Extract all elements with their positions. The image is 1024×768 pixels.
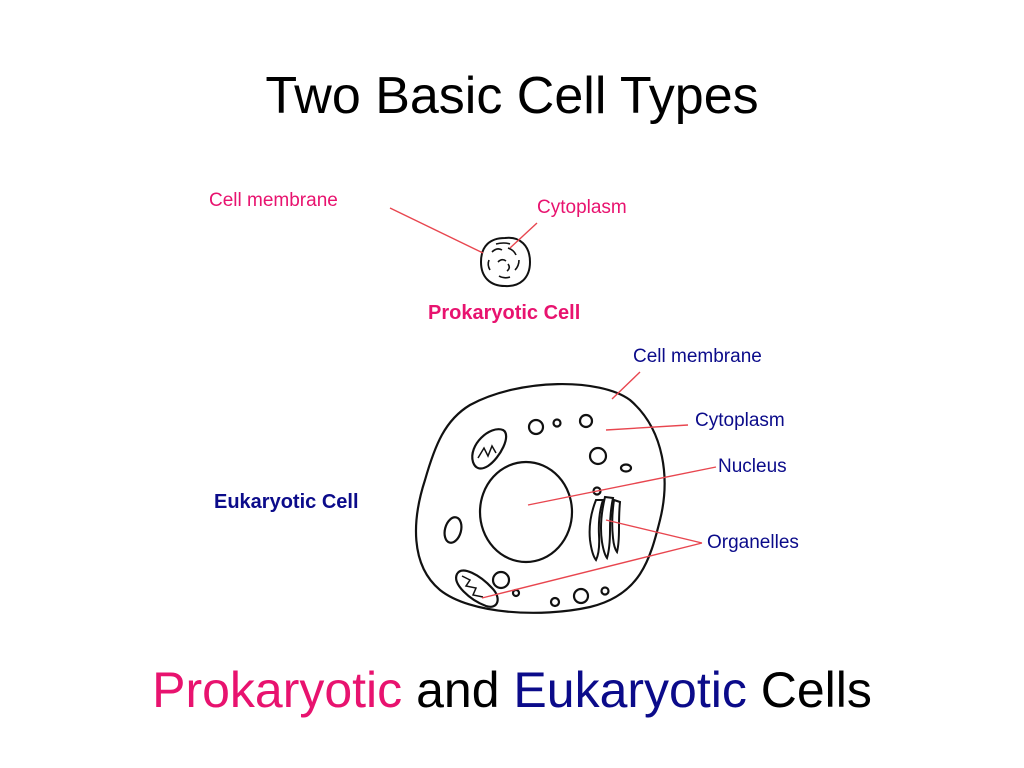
- leader-prokaryote-cytoplasm: [509, 222, 538, 249]
- vesicle: [572, 587, 590, 605]
- vesicle: [511, 588, 521, 598]
- footer-prokaryotic: Prokaryotic: [152, 662, 403, 718]
- leader-organelles-mito: [481, 542, 703, 599]
- leader-eukaryote-membrane: [611, 371, 641, 400]
- footer-and: and: [416, 662, 500, 718]
- footer-cells: Cells: [760, 662, 872, 718]
- vacuole: [443, 516, 463, 544]
- mitochondrion-bottom: [455, 569, 499, 608]
- vesicle: [600, 586, 610, 596]
- vesicle: [619, 463, 633, 473]
- leader-nucleus: [527, 466, 717, 506]
- eukaryotic-cell-drawing: [414, 383, 666, 614]
- leader-organelles-golgi: [605, 519, 703, 544]
- vesicle: [588, 446, 608, 466]
- vesicle: [549, 596, 561, 608]
- slide-title: Two Basic Cell Types: [265, 67, 759, 125]
- prokaryotic-cell-label: Prokaryotic Cell: [428, 302, 581, 324]
- prokaryote-cytoplasm-label: Cytoplasm: [537, 197, 627, 218]
- vesicle: [491, 570, 511, 590]
- leader-prokaryote-membrane: [389, 207, 484, 254]
- eukaryote-cytoplasm-label: Cytoplasm: [695, 410, 785, 431]
- eukaryote-membrane: [414, 383, 666, 614]
- leader-lines: [389, 207, 717, 599]
- prokaryote-membrane: [479, 236, 532, 288]
- footer-eukaryotic: Eukaryotic: [513, 662, 747, 718]
- prokaryote-membrane-label: Cell membrane: [209, 190, 338, 211]
- vesicle: [552, 418, 562, 428]
- golgi-apparatus: [588, 495, 622, 562]
- nucleus-label: Nucleus: [718, 456, 787, 477]
- nucleus: [478, 460, 574, 564]
- organelles-label: Organelles: [707, 532, 799, 553]
- prokaryote-cytoplasm: [487, 242, 520, 279]
- slide-footer: Prokaryotic and Eukaryotic Cells: [0, 660, 1024, 720]
- vesicle: [527, 418, 545, 436]
- vesicle: [578, 413, 594, 429]
- mitochondrion-top: [471, 428, 508, 470]
- leader-eukaryote-cytoplasm: [605, 424, 689, 431]
- eukaryote-membrane-label: Cell membrane: [633, 346, 762, 367]
- prokaryotic-cell-drawing: [479, 236, 532, 288]
- eukaryotic-cell-label: Eukaryotic Cell: [214, 491, 359, 513]
